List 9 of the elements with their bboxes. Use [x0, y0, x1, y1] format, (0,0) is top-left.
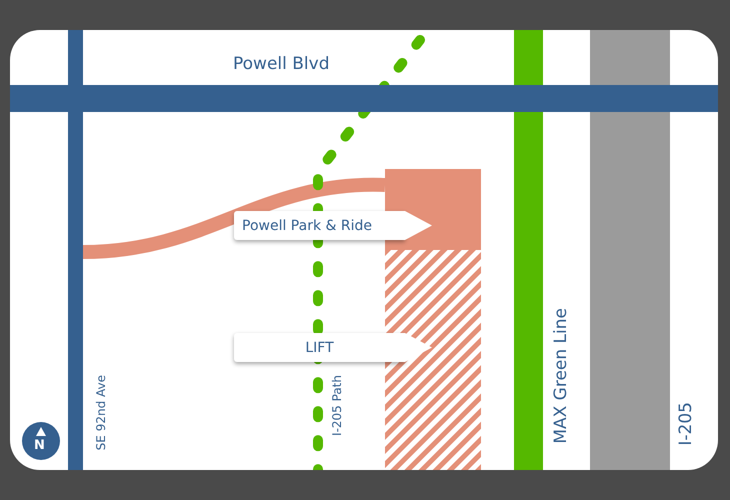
freeway-label: I-205 — [676, 402, 696, 446]
street-label: Powell Blvd — [233, 54, 330, 74]
pointer-arrow — [405, 333, 432, 362]
street-label: SE 92nd Ave — [94, 375, 108, 450]
path-label: I-205 Path — [330, 375, 344, 436]
pointer-arrow — [405, 211, 432, 240]
hatched-area — [385, 250, 481, 470]
north-label: N — [34, 438, 45, 453]
rail-line-label: MAX Green Line — [551, 308, 571, 444]
